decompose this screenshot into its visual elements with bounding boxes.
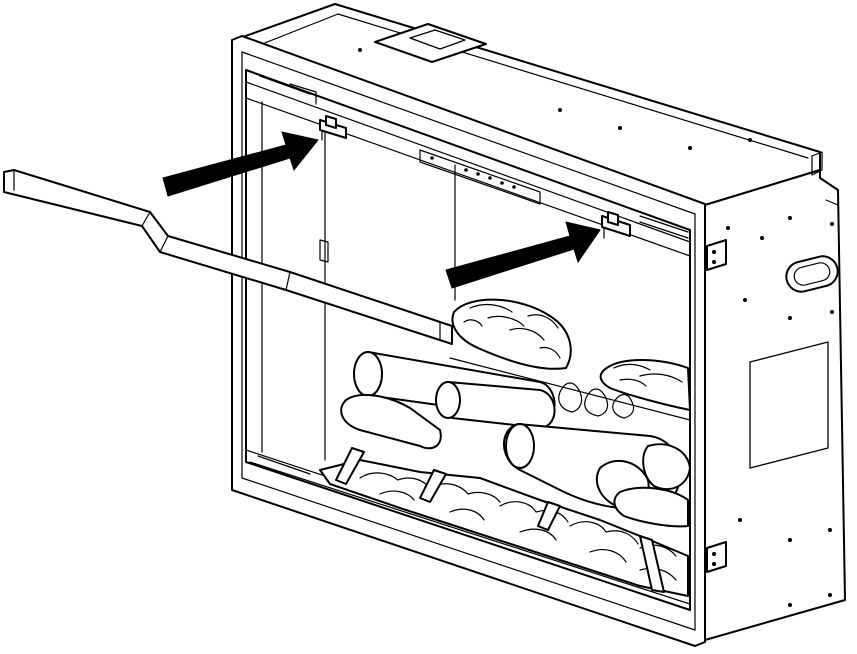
side-handle-slot (785, 255, 839, 293)
removable-trim-piece (3, 169, 453, 345)
log-grate (335, 447, 665, 593)
top-bracket-left (319, 115, 347, 141)
housing-top (239, 3, 821, 206)
arrow-left (162, 131, 319, 197)
top-control-panel (374, 23, 487, 63)
side-label-plate (749, 341, 829, 469)
control-button-strip (419, 149, 541, 205)
log-middle-cylinder (435, 381, 556, 429)
mounting-tab-upper (706, 239, 727, 271)
mounting-tab-lower (706, 541, 727, 573)
arrow-right (445, 221, 601, 289)
housing-side (704, 151, 846, 641)
log-front-lower (613, 486, 689, 528)
log-small-split (340, 393, 442, 450)
top-bracket-right (601, 211, 631, 239)
back-log-right (599, 359, 691, 411)
flame-shapes (558, 382, 635, 419)
back-log-left (451, 298, 572, 370)
